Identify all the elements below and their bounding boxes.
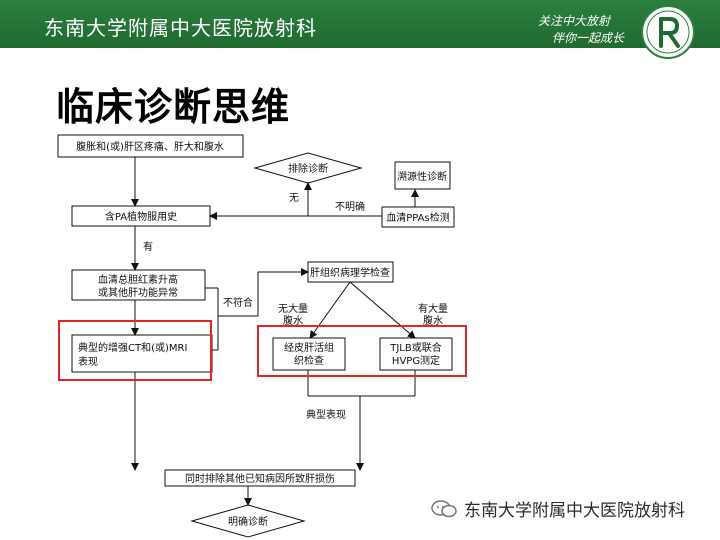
label-yes: 有: [143, 240, 153, 253]
header-bar: 东南大学附属中大医院放射科 关注中大放射 伴你一起成长: [0, 0, 720, 48]
node-biopsy-line1: 经皮肝活组: [284, 341, 334, 354]
page-title: 临床诊断思维: [56, 85, 291, 129]
node-ct-line1: 典型的增强CT和(或)MRI: [78, 341, 187, 354]
hospital-logo-icon: [641, 5, 695, 59]
node-ppas: 血清PPAs检测: [386, 211, 449, 224]
watermark: 东南大学附属中大医院放射科: [430, 496, 685, 521]
header-slogan-line1: 关注中大放射: [538, 14, 611, 28]
node-ct-line2: 表现: [78, 355, 98, 368]
label-none: 无: [289, 193, 299, 204]
label-unclear: 不明确: [335, 200, 365, 213]
watermark-text: 东南大学附属中大医院放射科: [464, 501, 685, 521]
node-pathology: 肝组织病理学检查: [310, 266, 390, 279]
node-bilirubin-line1: 血清总胆红素升高: [98, 273, 178, 286]
label-no-ascites-line1: 无大量: [278, 302, 308, 315]
label-no-ascites-line2: 腹水: [283, 314, 303, 327]
node-biopsy-line2: 织检查: [294, 354, 324, 367]
node-trace: 溯源性诊断: [397, 170, 447, 183]
header-slogan-line2: 伴你一起成长: [552, 31, 625, 45]
node-diagnosis: 明确诊断: [228, 515, 268, 528]
label-with-ascites-line1: 有大量: [418, 302, 448, 315]
node-exclude-others: 同时排除其他已知病因所致肝损伤: [185, 472, 335, 485]
highlight-frame-pathology: [257, 325, 467, 377]
node-exclude: 排除诊断: [288, 162, 328, 175]
label-mismatch: 不符合: [223, 296, 253, 309]
node-pa-history: 含PA植物服用史: [105, 210, 177, 223]
label-with-ascites-line2: 腹水: [423, 314, 443, 327]
node-start: 腹胀和(或)肝区疼痛、肝大和腹水: [76, 140, 224, 153]
label-typical: 典型表现: [306, 408, 346, 421]
highlight-frame-ct: [58, 320, 212, 381]
node-tjlb-line1: TJLB或联合: [389, 341, 442, 354]
header-title: 东南大学附属中大医院放射科: [44, 16, 317, 40]
wechat-icon: [431, 499, 457, 517]
node-tjlb-line2: HVPG测定: [392, 354, 440, 367]
node-bilirubin-line2: 或其他肝功能异常: [98, 286, 178, 299]
